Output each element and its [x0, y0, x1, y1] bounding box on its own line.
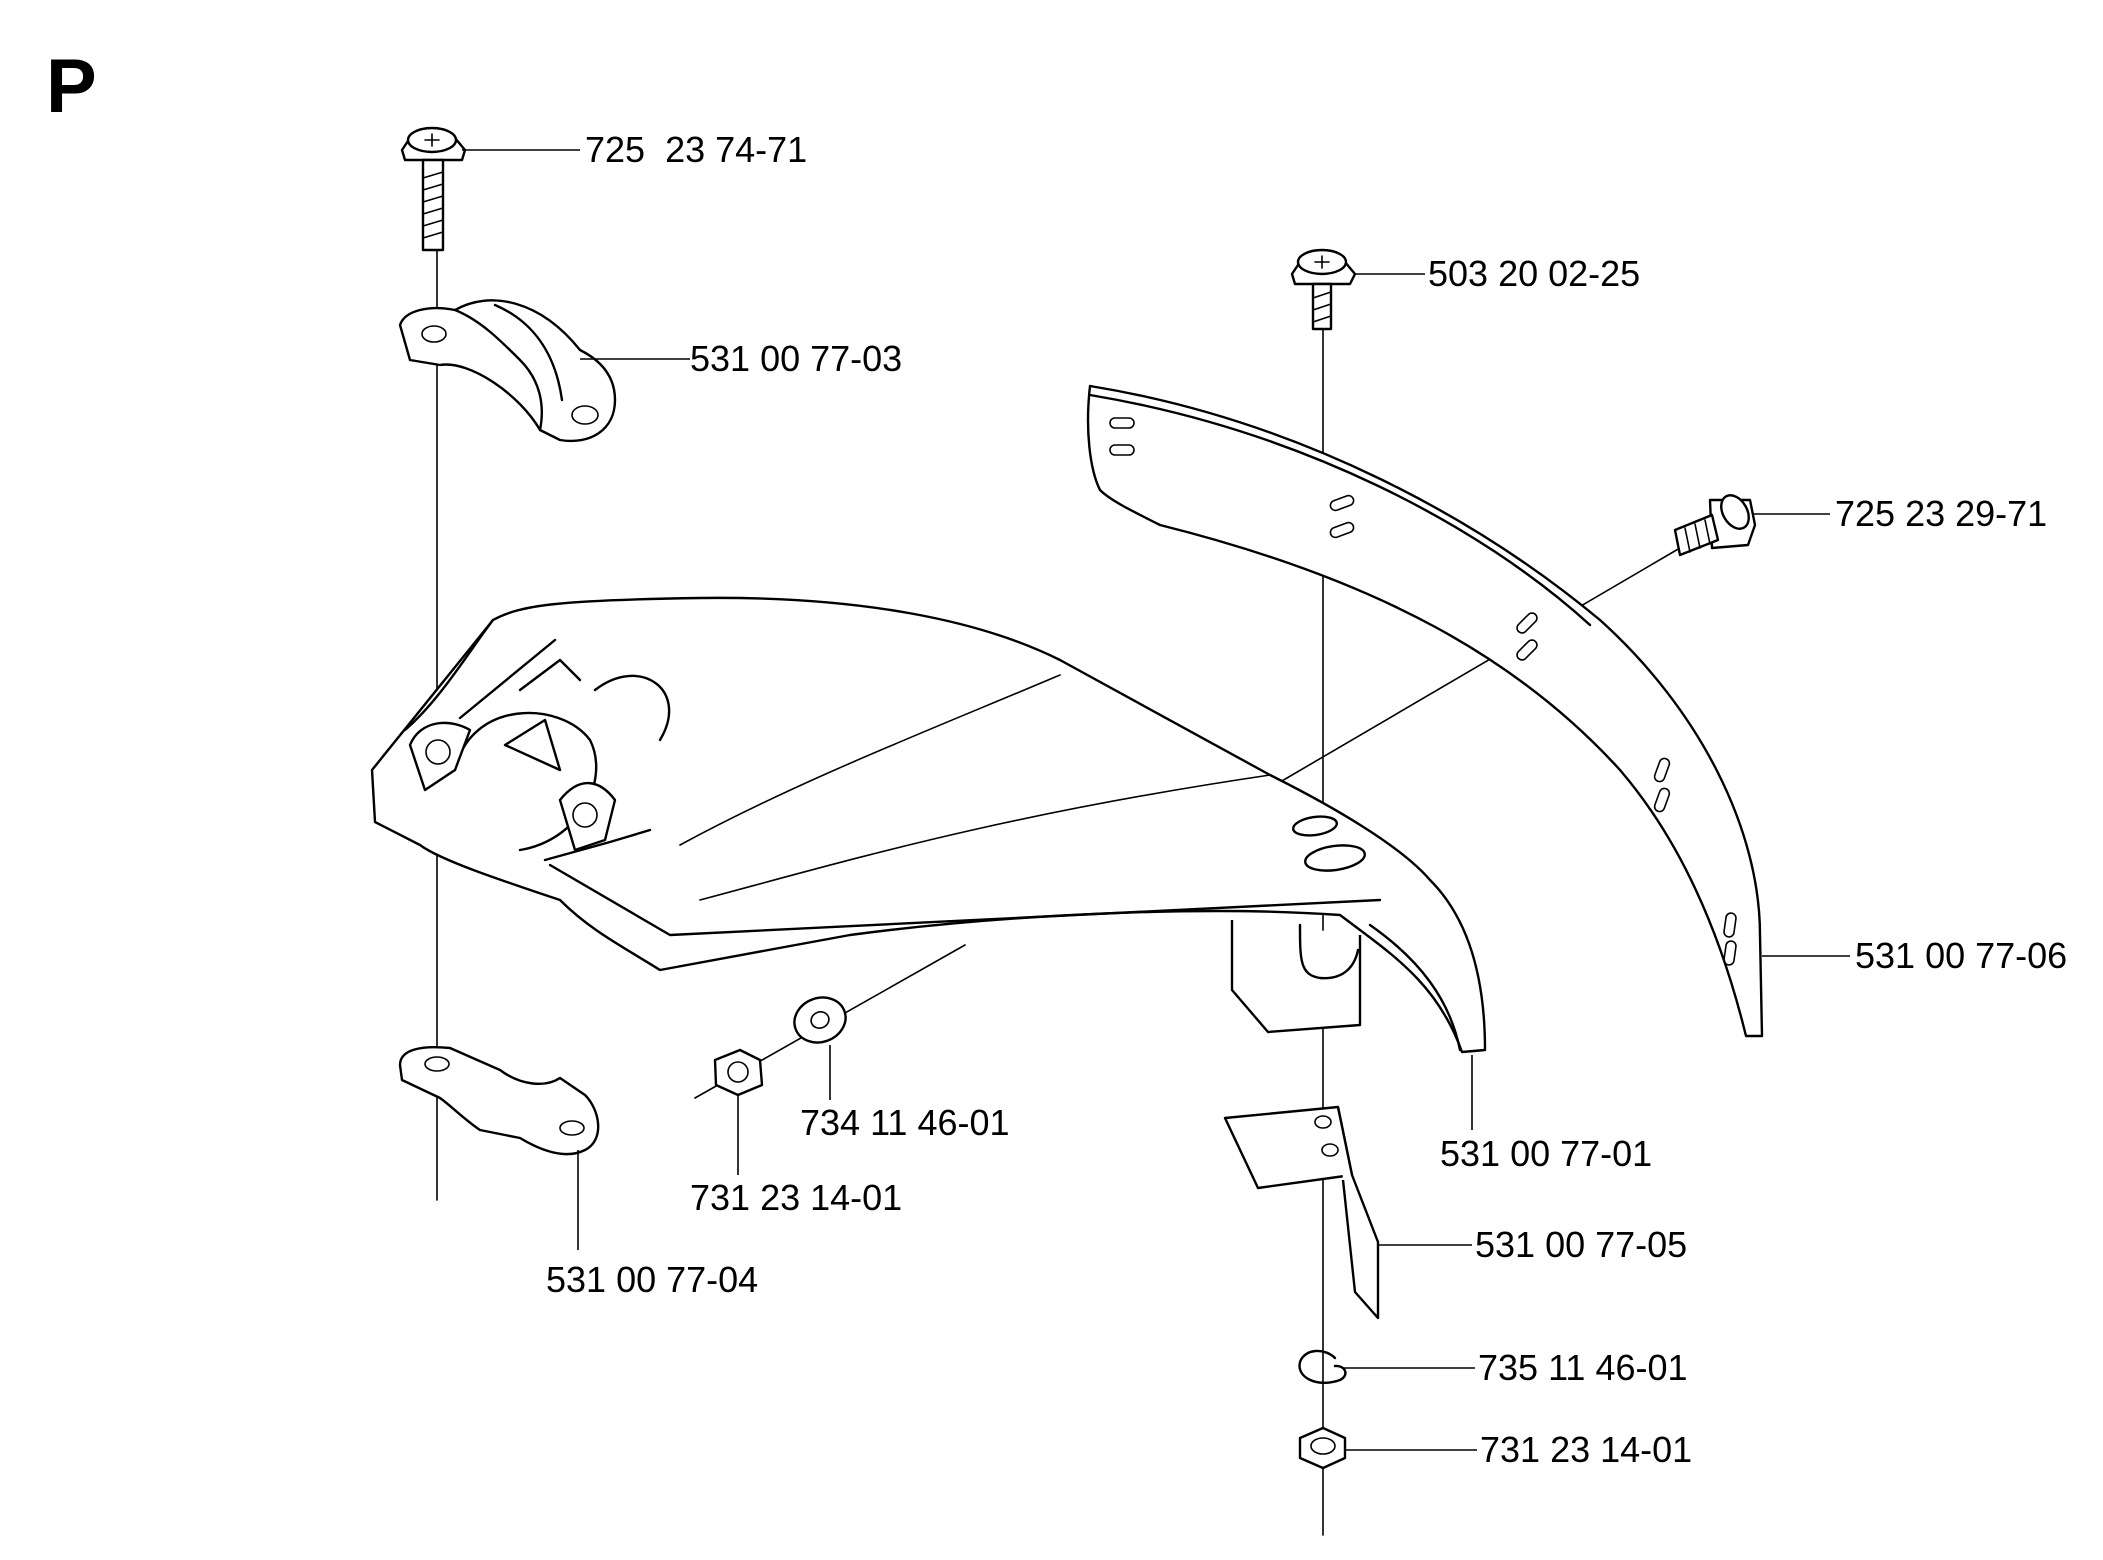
- part-number-label: 531 00 77-06: [1855, 935, 2067, 976]
- washer-icon: [793, 996, 847, 1044]
- part-number-label: 735 11 46-01: [1478, 1347, 1688, 1388]
- screw-icon: [1290, 248, 1357, 331]
- clamp-plate-icon: [398, 1046, 600, 1156]
- part-number-label: 734 11 46-01: [800, 1102, 1010, 1143]
- section-letter: P: [46, 44, 97, 129]
- part-number-label: 503 20 02-25: [1428, 253, 1640, 294]
- bracket-icon: [1223, 1105, 1380, 1320]
- part-number-label: 725 23 29-71: [1835, 493, 2047, 534]
- part-number-label: 725 23 74-71: [585, 129, 807, 170]
- part-number-label: 531 00 77-04: [546, 1259, 758, 1300]
- guard-body-icon: [370, 596, 1487, 1054]
- screw-icon: [1673, 494, 1757, 557]
- part-number-label: 531 00 77-01: [1440, 1133, 1652, 1174]
- leader-lines: [462, 149, 1850, 1451]
- nut-icon: [1298, 1426, 1347, 1470]
- part-number-label: 731 23 14-01: [690, 1177, 902, 1218]
- part-number-label: 531 00 77-05: [1475, 1224, 1687, 1265]
- part-number-label: 731 23 14-01: [1480, 1429, 1692, 1470]
- screw-icon: [400, 126, 467, 252]
- assembly-axis-side: [1274, 547, 1681, 786]
- nut-icon: [713, 1048, 764, 1097]
- lock-washer-icon: [1298, 1349, 1347, 1384]
- part-number-label: 531 00 77-03: [690, 338, 902, 379]
- guard-extension-icon: [1086, 384, 1764, 1038]
- clamp-icon: [398, 299, 617, 443]
